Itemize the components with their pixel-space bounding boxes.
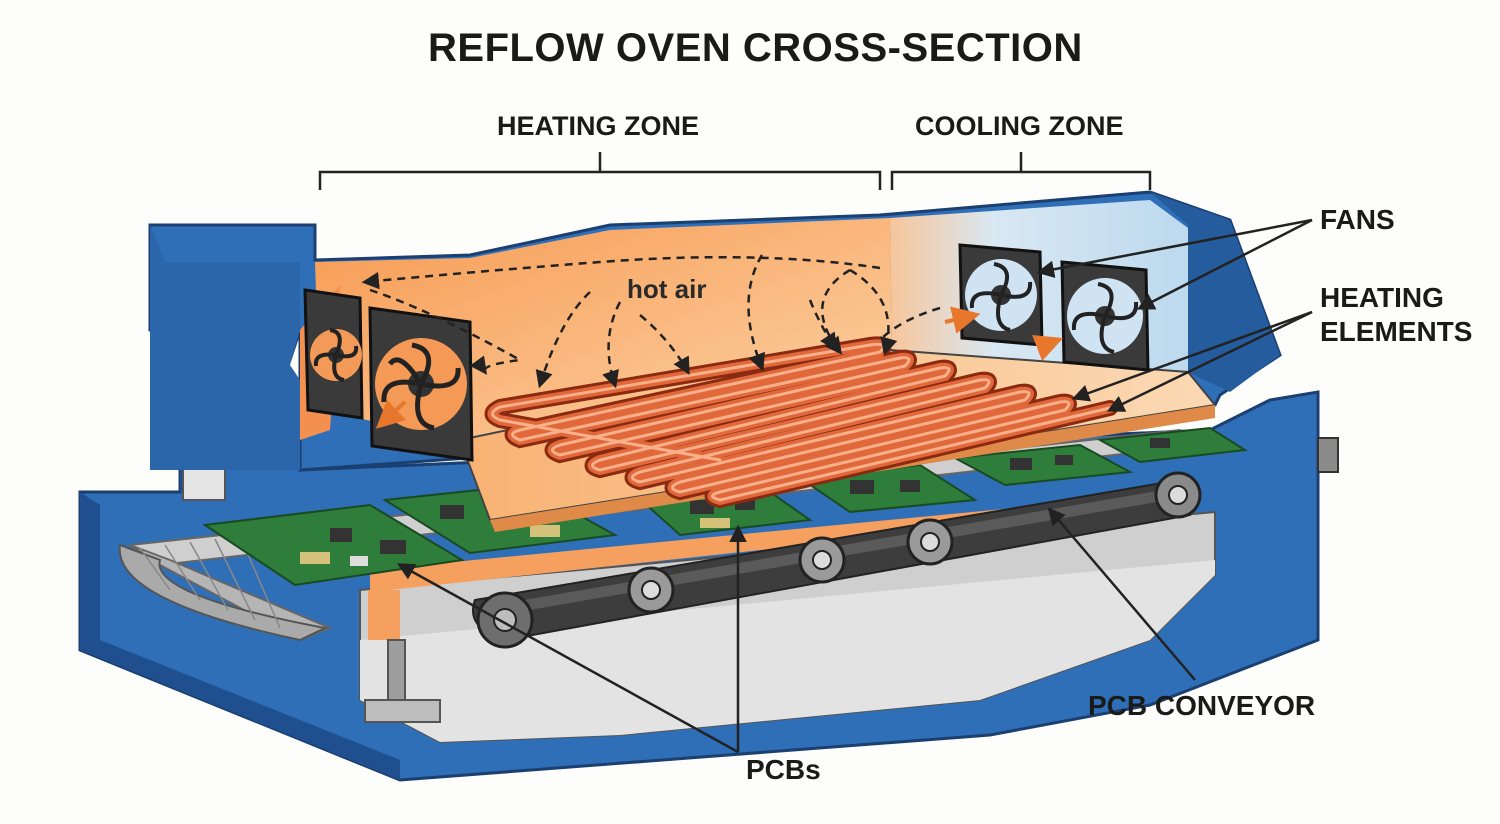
fan-cooling-2	[1060, 260, 1150, 372]
cooling-zone-bracket	[890, 152, 1152, 190]
fan-cooling-1	[958, 243, 1044, 347]
heating-element-coil	[484, 336, 1118, 509]
heating-zone-bracket	[318, 152, 882, 190]
fans-leader-lines	[1036, 218, 1313, 310]
pcbs-label: PCBs	[746, 754, 821, 785]
heating-zone-label: HEATING ZONE	[497, 111, 699, 141]
conveyor-roller	[476, 591, 534, 649]
pcb	[951, 443, 1134, 487]
lower-cavity	[359, 492, 1216, 744]
heating-elements-label-line1: HEATING	[1320, 282, 1444, 313]
conveyor-roller	[1154, 471, 1202, 519]
pcb	[1096, 426, 1248, 464]
heating-elements-leader-lines	[1071, 310, 1313, 412]
heating-elements-label-line2: ELEMENTS	[1320, 316, 1473, 347]
conveyor-roller	[798, 536, 846, 584]
conveyor-roller	[627, 566, 675, 614]
hot-air-label: hot air	[627, 274, 707, 304]
pcb-conveyor-label: PCB CONVEYOR	[1088, 690, 1316, 721]
fan-left-back	[303, 288, 364, 420]
cooling-zone-label: COOLING ZONE	[915, 111, 1124, 141]
diagram-title: REFLOW OVEN CROSS-SECTION	[428, 26, 1083, 70]
conveyor-roller	[906, 518, 954, 566]
conveyor-leader-line	[1047, 507, 1196, 681]
hot-air-flow-arrows	[361, 254, 941, 389]
conveyor-belt	[472, 471, 1202, 649]
cooling-airflow-arrows	[944, 306, 1064, 362]
fan-left-front	[368, 306, 474, 462]
conveyor-end-roller	[1317, 437, 1339, 473]
fans-label: FANS	[1320, 204, 1395, 235]
pcbs-leader-lines	[396, 524, 747, 754]
